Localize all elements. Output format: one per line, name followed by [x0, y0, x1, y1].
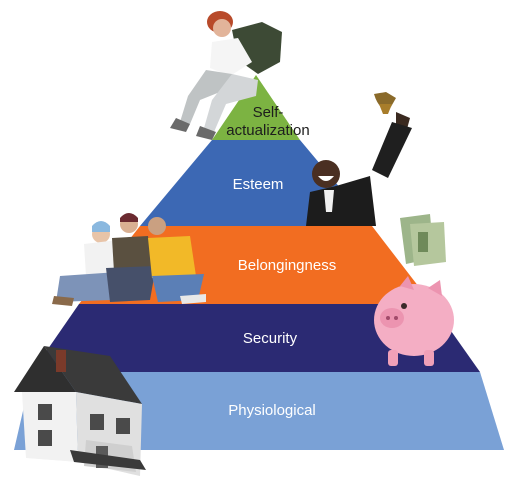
security-label: Security: [243, 330, 298, 347]
physiological-label: Physiological: [228, 402, 316, 419]
esteem-label: Esteem: [233, 176, 284, 193]
jumping-hiker-photo: [170, 11, 282, 140]
level-self-actualization-band: [212, 75, 300, 140]
friends-group-photo: [52, 213, 206, 306]
self-actualization-label-line2: actualization: [226, 122, 309, 139]
belongingness-label: Belongingness: [238, 257, 336, 274]
self-actualization-label-line1: Self-: [253, 104, 284, 121]
trophy-winner-photo: [306, 92, 412, 226]
level-security-band-fill: [32, 304, 480, 372]
piggy-bank-photo: [374, 214, 454, 366]
house-photo: [14, 346, 146, 476]
